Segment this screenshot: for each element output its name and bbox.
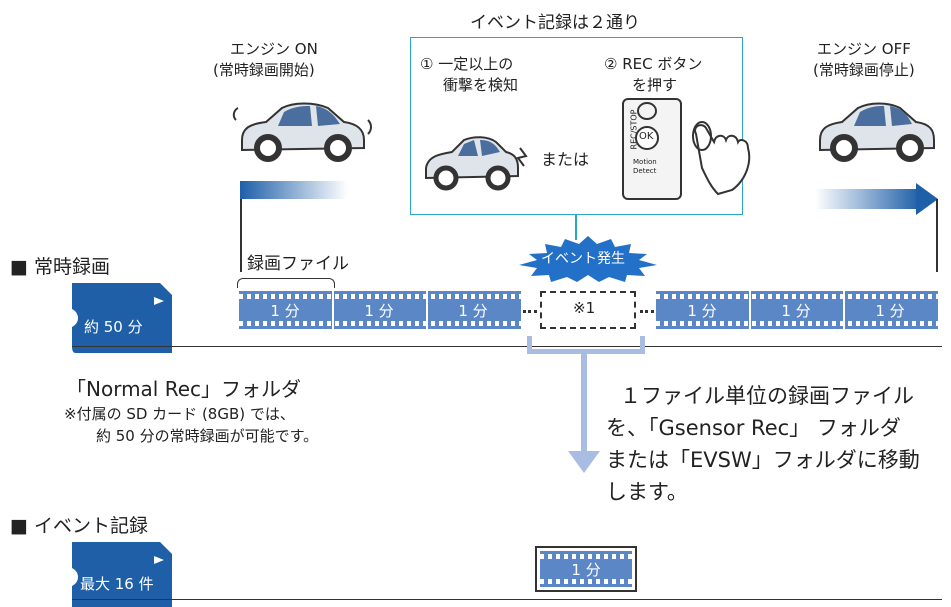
segment-label: 1 分	[270, 302, 300, 320]
segment-label: 1 分	[364, 302, 394, 320]
moved-file-segment	[540, 551, 632, 587]
film-strip-left	[239, 291, 521, 329]
file-bracket	[237, 278, 335, 288]
move-arrow-shaft	[581, 353, 587, 453]
car-impact-icon	[425, 136, 528, 191]
move-text-line3: または「EVSW」フォルダに移動	[606, 448, 920, 472]
move-text-line4: します。	[606, 480, 688, 504]
option1-line2: 衝撃を検知	[443, 76, 519, 94]
move-text-line1: １ファイル単位の録画ファイル	[620, 384, 914, 408]
motion-label-2: Detect	[633, 167, 657, 175]
file-bracket-label: 録画ファイル	[247, 254, 349, 274]
folder-name: 「Normal Rec」フォルダ	[66, 377, 302, 401]
sd-card-icon	[72, 283, 172, 353]
segment-label: 1 分	[875, 302, 905, 320]
normal-baseline	[72, 346, 942, 347]
car-engine-on-icon	[232, 102, 372, 162]
engine-on-line1: エンジン ON	[230, 40, 318, 58]
engine-off-line1: エンジン OFF	[817, 40, 911, 58]
film-strip-right	[656, 291, 938, 329]
segment-label: 1 分	[458, 302, 488, 320]
recording-stop-line	[936, 199, 938, 272]
recording-stop-gradient	[815, 189, 920, 209]
engine-off-line2: (常時録画停止)	[813, 61, 915, 79]
event-box-connector	[575, 215, 577, 240]
recording-start-gradient	[240, 181, 348, 199]
segment-label: 1 分	[781, 302, 811, 320]
event-title: イベント記録は２通り	[470, 13, 640, 33]
note-line2: 約 50 分の常時録画が可能です。	[96, 427, 319, 445]
placeholder-label: ※1	[573, 299, 596, 317]
segment-label: 1 分	[687, 302, 717, 320]
note-line1: ※付属の SD カード (8GB) では、	[64, 405, 295, 423]
recording-start-line	[240, 199, 242, 272]
car-engine-off-icon	[819, 102, 935, 162]
normal-sd-label: 約 50 分	[84, 318, 143, 336]
normal-section-heading: ■ 常時録画	[10, 256, 110, 278]
film-gap-dots	[523, 310, 537, 313]
film-gap-dots	[640, 310, 654, 313]
option2-line2: を押す	[632, 76, 678, 94]
option1-line1: ① 一定以上の	[420, 55, 514, 73]
option2-line1: ② REC ボタン	[604, 55, 703, 73]
event-badge-label: イベント発生	[541, 251, 625, 267]
ok-button	[635, 126, 659, 150]
move-bracket	[527, 336, 645, 354]
sd-card-icon	[72, 542, 172, 607]
engine-on-line2: (常時録画開始)	[213, 61, 315, 79]
segment-label: 1 分	[571, 561, 601, 579]
event-methods-box	[410, 37, 743, 215]
arrow-right-icon	[916, 183, 938, 215]
ok-label: OK	[639, 131, 654, 142]
move-text-line2: を、「Gsensor Rec」 フォルダ	[606, 416, 901, 440]
event-sd-label: 最大 16 件	[80, 575, 154, 593]
event-placeholder-segment	[540, 291, 636, 329]
event-section-heading: ■ イベント記録	[10, 515, 148, 537]
event-burst-badge	[519, 236, 657, 282]
hand-press-icon	[692, 121, 751, 196]
or-text: または	[541, 150, 590, 169]
motion-label-1: Motion	[633, 158, 657, 166]
event-baseline	[72, 599, 942, 600]
me-button-icon	[637, 102, 657, 120]
arrow-down-icon	[568, 451, 600, 473]
